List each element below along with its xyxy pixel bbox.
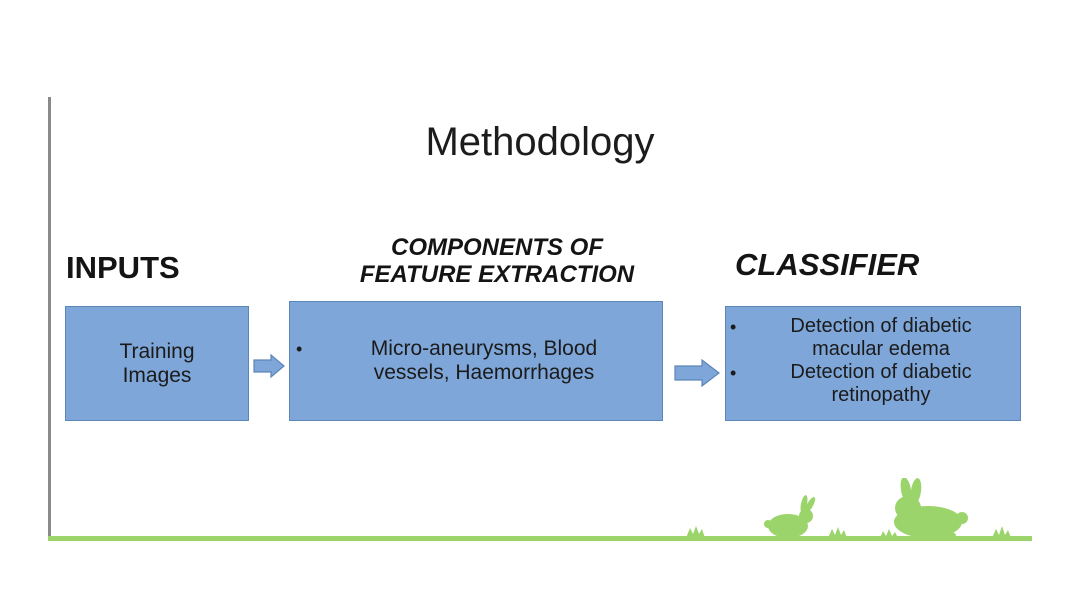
- box-components: • Micro-aneurysms, Blood vessels, Haemor…: [289, 301, 663, 421]
- heading-components-line2: FEATURE EXTRACTION: [359, 261, 635, 288]
- heading-components: COMPONENTS OF FEATURE EXTRACTION: [297, 234, 697, 288]
- classifier-bullet-2-line2: retinopathy: [831, 384, 931, 406]
- box-classifier: • Detection of diabetic macular edema • …: [725, 306, 1021, 421]
- page-title: Methodology: [425, 120, 655, 164]
- classifier-bullet-1-line2: macular edema: [812, 338, 950, 360]
- components-bullet-line2: vessels, Haemorrhages: [373, 361, 595, 384]
- classifier-bullet-1-line1: Detection of diabetic: [790, 315, 972, 337]
- box-inputs-line1: Training: [119, 339, 195, 363]
- heading-components-line1: COMPONENTS OF: [390, 234, 603, 261]
- classifier-bullet-2-line1: Detection of diabetic: [790, 361, 972, 383]
- slide-left-rule: [48, 97, 51, 540]
- rabbit-decoration-icon: [686, 478, 1011, 539]
- heading-classifier: CLASSIFIER: [735, 247, 920, 282]
- right-arrow-icon: [674, 359, 720, 387]
- components-bullet-line1: Micro-aneurysms, Blood: [370, 337, 598, 360]
- ground-line: [48, 536, 1032, 541]
- bullet-glyph: •: [296, 339, 303, 359]
- components-bullet-item: • Micro-aneurysms, Blood vessels, Haemor…: [296, 337, 656, 385]
- classifier-bullet-item: • Detection of diabetic macular edema: [730, 315, 1016, 361]
- box-inputs: Training Images: [65, 306, 249, 421]
- heading-inputs: INPUTS: [66, 250, 180, 285]
- classifier-bullet-item: • Detection of diabetic retinopathy: [730, 361, 1016, 407]
- bullet-glyph: •: [730, 363, 737, 383]
- right-arrow-icon: [253, 354, 285, 378]
- bullet-glyph: •: [730, 317, 737, 337]
- box-inputs-line2: Images: [122, 363, 192, 387]
